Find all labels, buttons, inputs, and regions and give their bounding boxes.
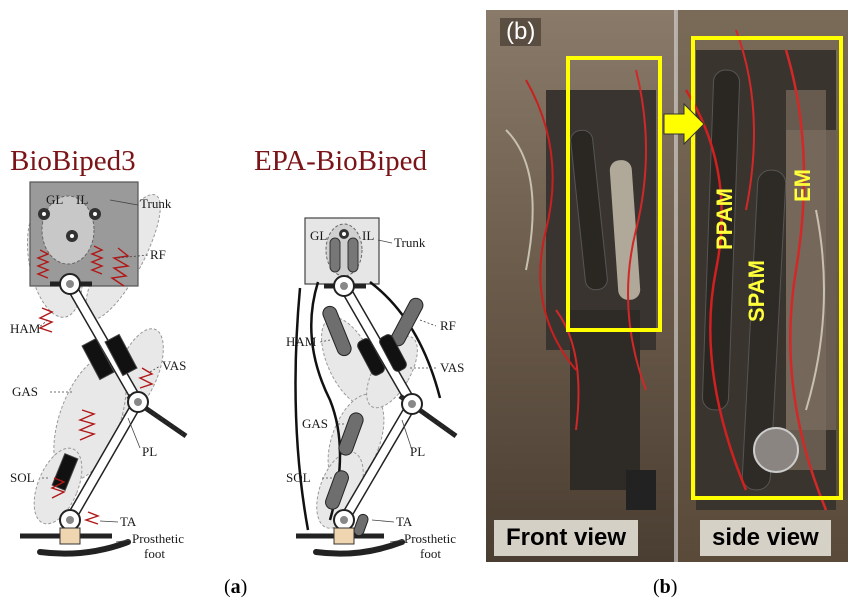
leg-diagrams: GL IL Trunk RF HAM VAS GAS PL SOL TA Pro… — [10, 181, 464, 561]
side-view-label: side view — [700, 520, 831, 556]
epa-il-label: IL — [362, 228, 374, 243]
side-highlight-box — [691, 36, 843, 500]
bb3-vas-label: VAS — [162, 358, 186, 373]
epa-prosthetic-label: Prosthetic — [404, 531, 456, 546]
ppam-label: PPAM — [712, 188, 737, 250]
epa-gas-label: GAS — [302, 416, 328, 431]
epa-pl-label: PL — [410, 444, 425, 459]
bb3-ta-label: TA — [120, 514, 137, 529]
bb3-ham-label: HAM — [10, 321, 41, 336]
epa-biobiped-title: EPA-BioBiped — [254, 145, 427, 177]
em-label: EM — [790, 169, 815, 202]
bb3-gl-label: GL — [46, 192, 63, 207]
bb3-trunk-label: Trunk — [140, 196, 172, 211]
epa-rf-label: RF — [440, 318, 456, 333]
front-highlight-box — [566, 56, 662, 332]
spam-label: SPAM — [744, 260, 769, 322]
bb3-prosthetic-label: Prosthetic — [132, 531, 184, 546]
epa-ham-label: HAM — [286, 334, 317, 349]
caption-a: (a) — [224, 576, 248, 598]
caption-a-letter: a — [230, 576, 241, 598]
bb3-rf-label: RF — [150, 247, 166, 262]
front-view-label: Front view — [494, 520, 639, 556]
bb3-gas-label: GAS — [12, 384, 38, 399]
epa-biobiped-diagram: GL IL Trunk RF HAM VAS GAS PL SOL TA Pro… — [286, 217, 464, 561]
arrow-icon — [663, 102, 705, 146]
epa-foot-label: foot — [420, 546, 441, 561]
epa-ta-label: TA — [396, 514, 413, 529]
bb3-il-label: IL — [76, 192, 88, 207]
caption-b-letter: b — [659, 576, 671, 598]
epa-trunk-label: Trunk — [394, 235, 426, 250]
caption-b: (b) — [653, 576, 678, 598]
epa-vas-label: VAS — [440, 360, 464, 375]
bb3-pl-label: PL — [142, 444, 157, 459]
robot-photo: (b) PPAM SPAM EM Front view side view — [486, 10, 848, 562]
bb3-foot-label: foot — [144, 546, 165, 561]
epa-sol-label: SOL — [286, 470, 311, 485]
bb3-sol-label: SOL — [10, 470, 35, 485]
epa-gl-label: GL — [310, 228, 327, 243]
biobiped3-diagram: GL IL Trunk RF HAM VAS GAS PL SOL TA Pro… — [10, 181, 188, 561]
photo-label: (b) — [500, 18, 542, 46]
robot-photo-art — [486, 10, 848, 562]
biobiped3-title: BioBiped3 — [10, 145, 136, 177]
